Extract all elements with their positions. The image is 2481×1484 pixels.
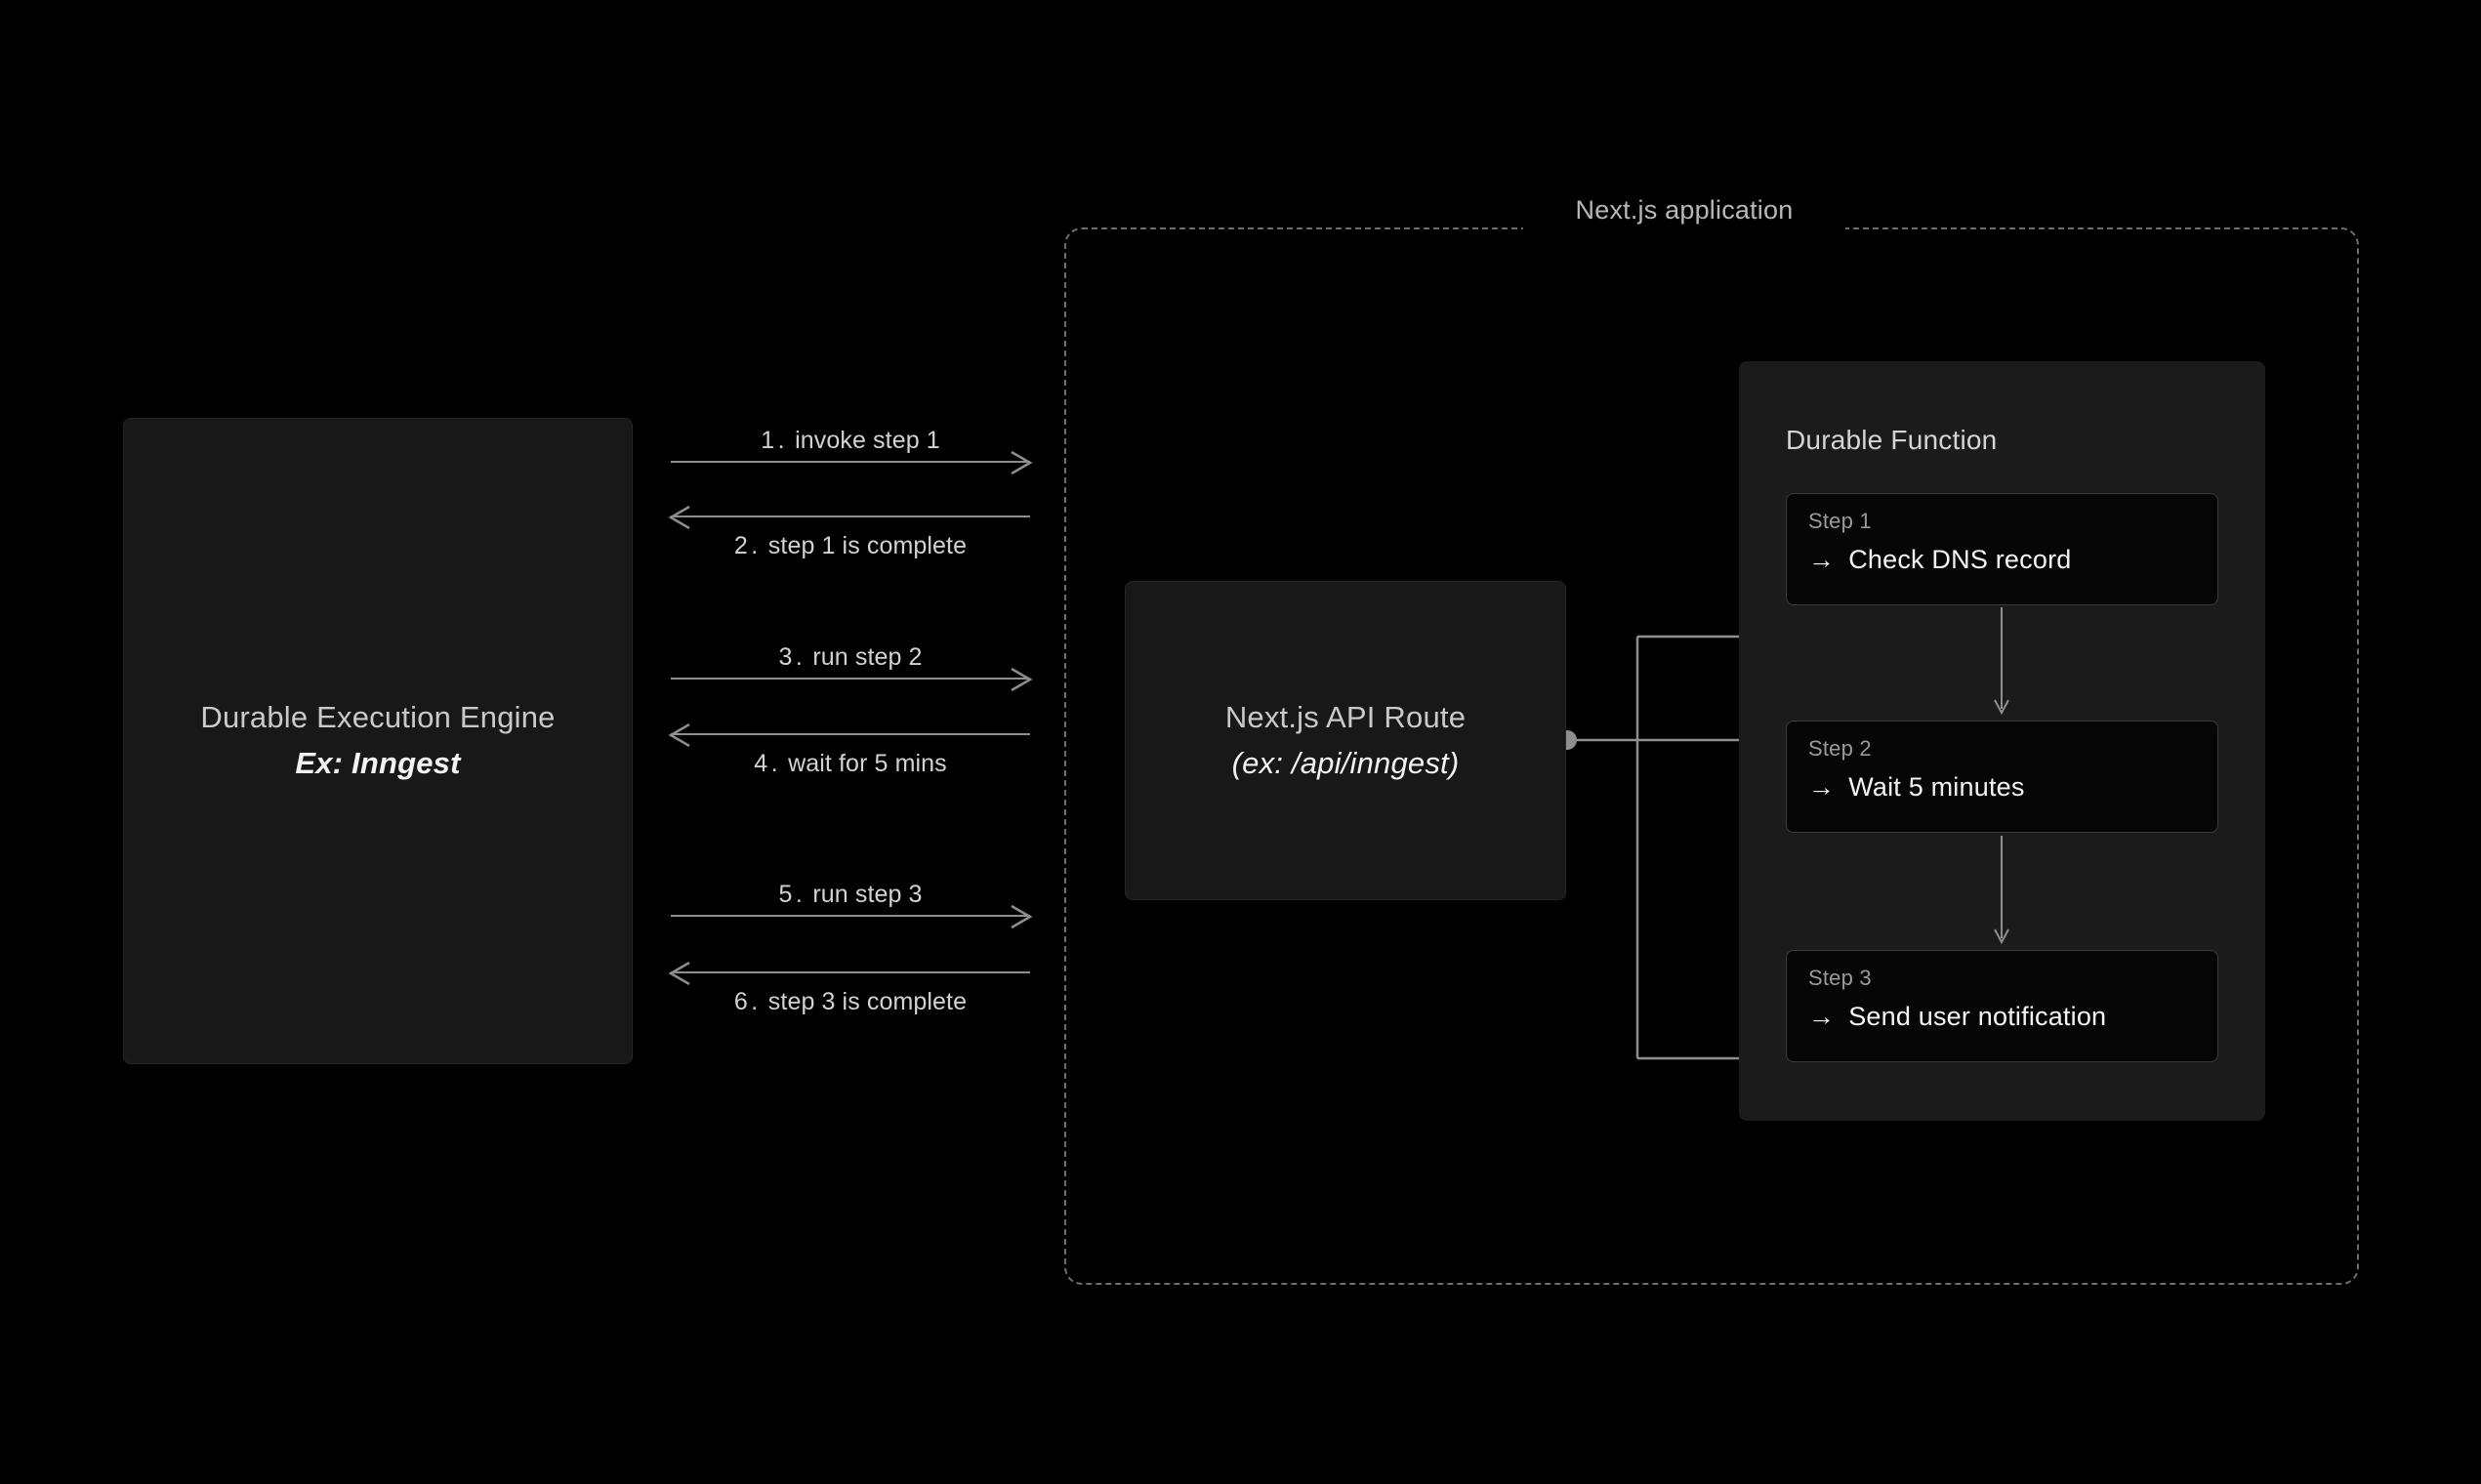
exchange-text-6: step 3 is complete [767,988,968,1015]
exchange-text-5: run step 3 [812,881,923,908]
exchange-arrow-5 [671,904,1033,929]
step-2-body: → Wait 5 minutes [1808,772,2025,803]
nextjs-application-title: Next.js application [1575,195,1794,225]
arrow-line [671,733,1030,735]
arrowhead-left-icon [668,722,693,748]
exchange-arrow-3 [671,667,1033,692]
exchange-number-1: 1. [761,427,789,454]
arrow-line [671,915,1030,917]
exchange-label-3: 3. run step 2 [671,643,1030,672]
exchange-number-5: 5. [778,881,806,908]
arrowhead-right-icon [1008,450,1033,475]
arrow-right-icon: → [1808,545,1836,574]
api-route-title: Next.js API Route [1224,700,1467,735]
arrowhead-right-icon [1008,904,1033,929]
exchange-arrow-2 [668,505,1030,530]
arrow-line [671,515,1030,517]
exchange-label-1: 1. invoke step 1 [671,427,1030,455]
arrow-right-icon: → [1808,1002,1836,1031]
exchange-label-5: 5. run step 3 [671,881,1030,909]
exchange-number-3: 3. [778,643,806,671]
arrow-line [671,461,1030,463]
exchange-text-2: step 1 is complete [767,532,968,559]
nextjs-api-route-box: Next.js API Route (ex: /api/inngest) [1125,581,1566,900]
step-card-2: Step 2 → Wait 5 minutes [1786,721,2218,833]
exchange-number-4: 4. [754,750,782,777]
exchange-label-6: 6. step 3 is complete [671,988,1030,1016]
step-2-kicker: Step 2 [1808,736,1872,761]
arrowhead-right-icon [1008,667,1033,692]
arrowhead-left-icon [668,961,693,986]
exchange-label-4: 4. wait for 5 mins [671,750,1030,778]
arrow-line [671,678,1030,680]
step-3-label: Send user notification [1848,1002,2107,1031]
arrow-right-icon: → [1808,772,1836,802]
exchange-text-4: wait for 5 mins [788,750,947,777]
step-card-3: Step 3 → Send user notification [1786,950,2218,1062]
step-1-kicker: Step 1 [1808,509,1872,533]
durable-function-title: Durable Function [1786,425,1998,455]
step-1-body: → Check DNS record [1808,545,2071,575]
engine-title: Durable Execution Engine [200,700,556,735]
exchange-text-3: run step 2 [812,643,923,671]
engine-subtitle: Ex: Inngest [295,746,461,780]
durable-execution-engine-box: Durable Execution Engine Ex: Inngest [123,418,633,1064]
exchange-arrow-4 [668,722,1030,748]
exchange-arrow-1 [671,450,1033,475]
exchange-text-1: invoke step 1 [795,427,940,454]
step-card-1: Step 1 → Check DNS record [1786,493,2218,605]
arrowhead-left-icon [668,505,693,530]
exchange-label-2: 2. step 1 is complete [671,532,1030,560]
exchange-number-2: 2. [733,532,762,559]
step-3-kicker: Step 3 [1808,966,1872,990]
durable-function-panel: Durable Function Step 1 → Check DNS reco… [1739,361,2265,1121]
step-2-label: Wait 5 minutes [1848,772,2025,802]
exchange-number-6: 6. [733,988,762,1015]
app-title-notch [1523,209,1845,248]
api-route-subtitle: (ex: /api/inngest) [1231,745,1460,780]
arrow-line [671,971,1030,973]
step-1-label: Check DNS record [1848,545,2072,574]
step-3-body: → Send user notification [1808,1002,2106,1032]
exchange-arrow-6 [668,961,1030,986]
